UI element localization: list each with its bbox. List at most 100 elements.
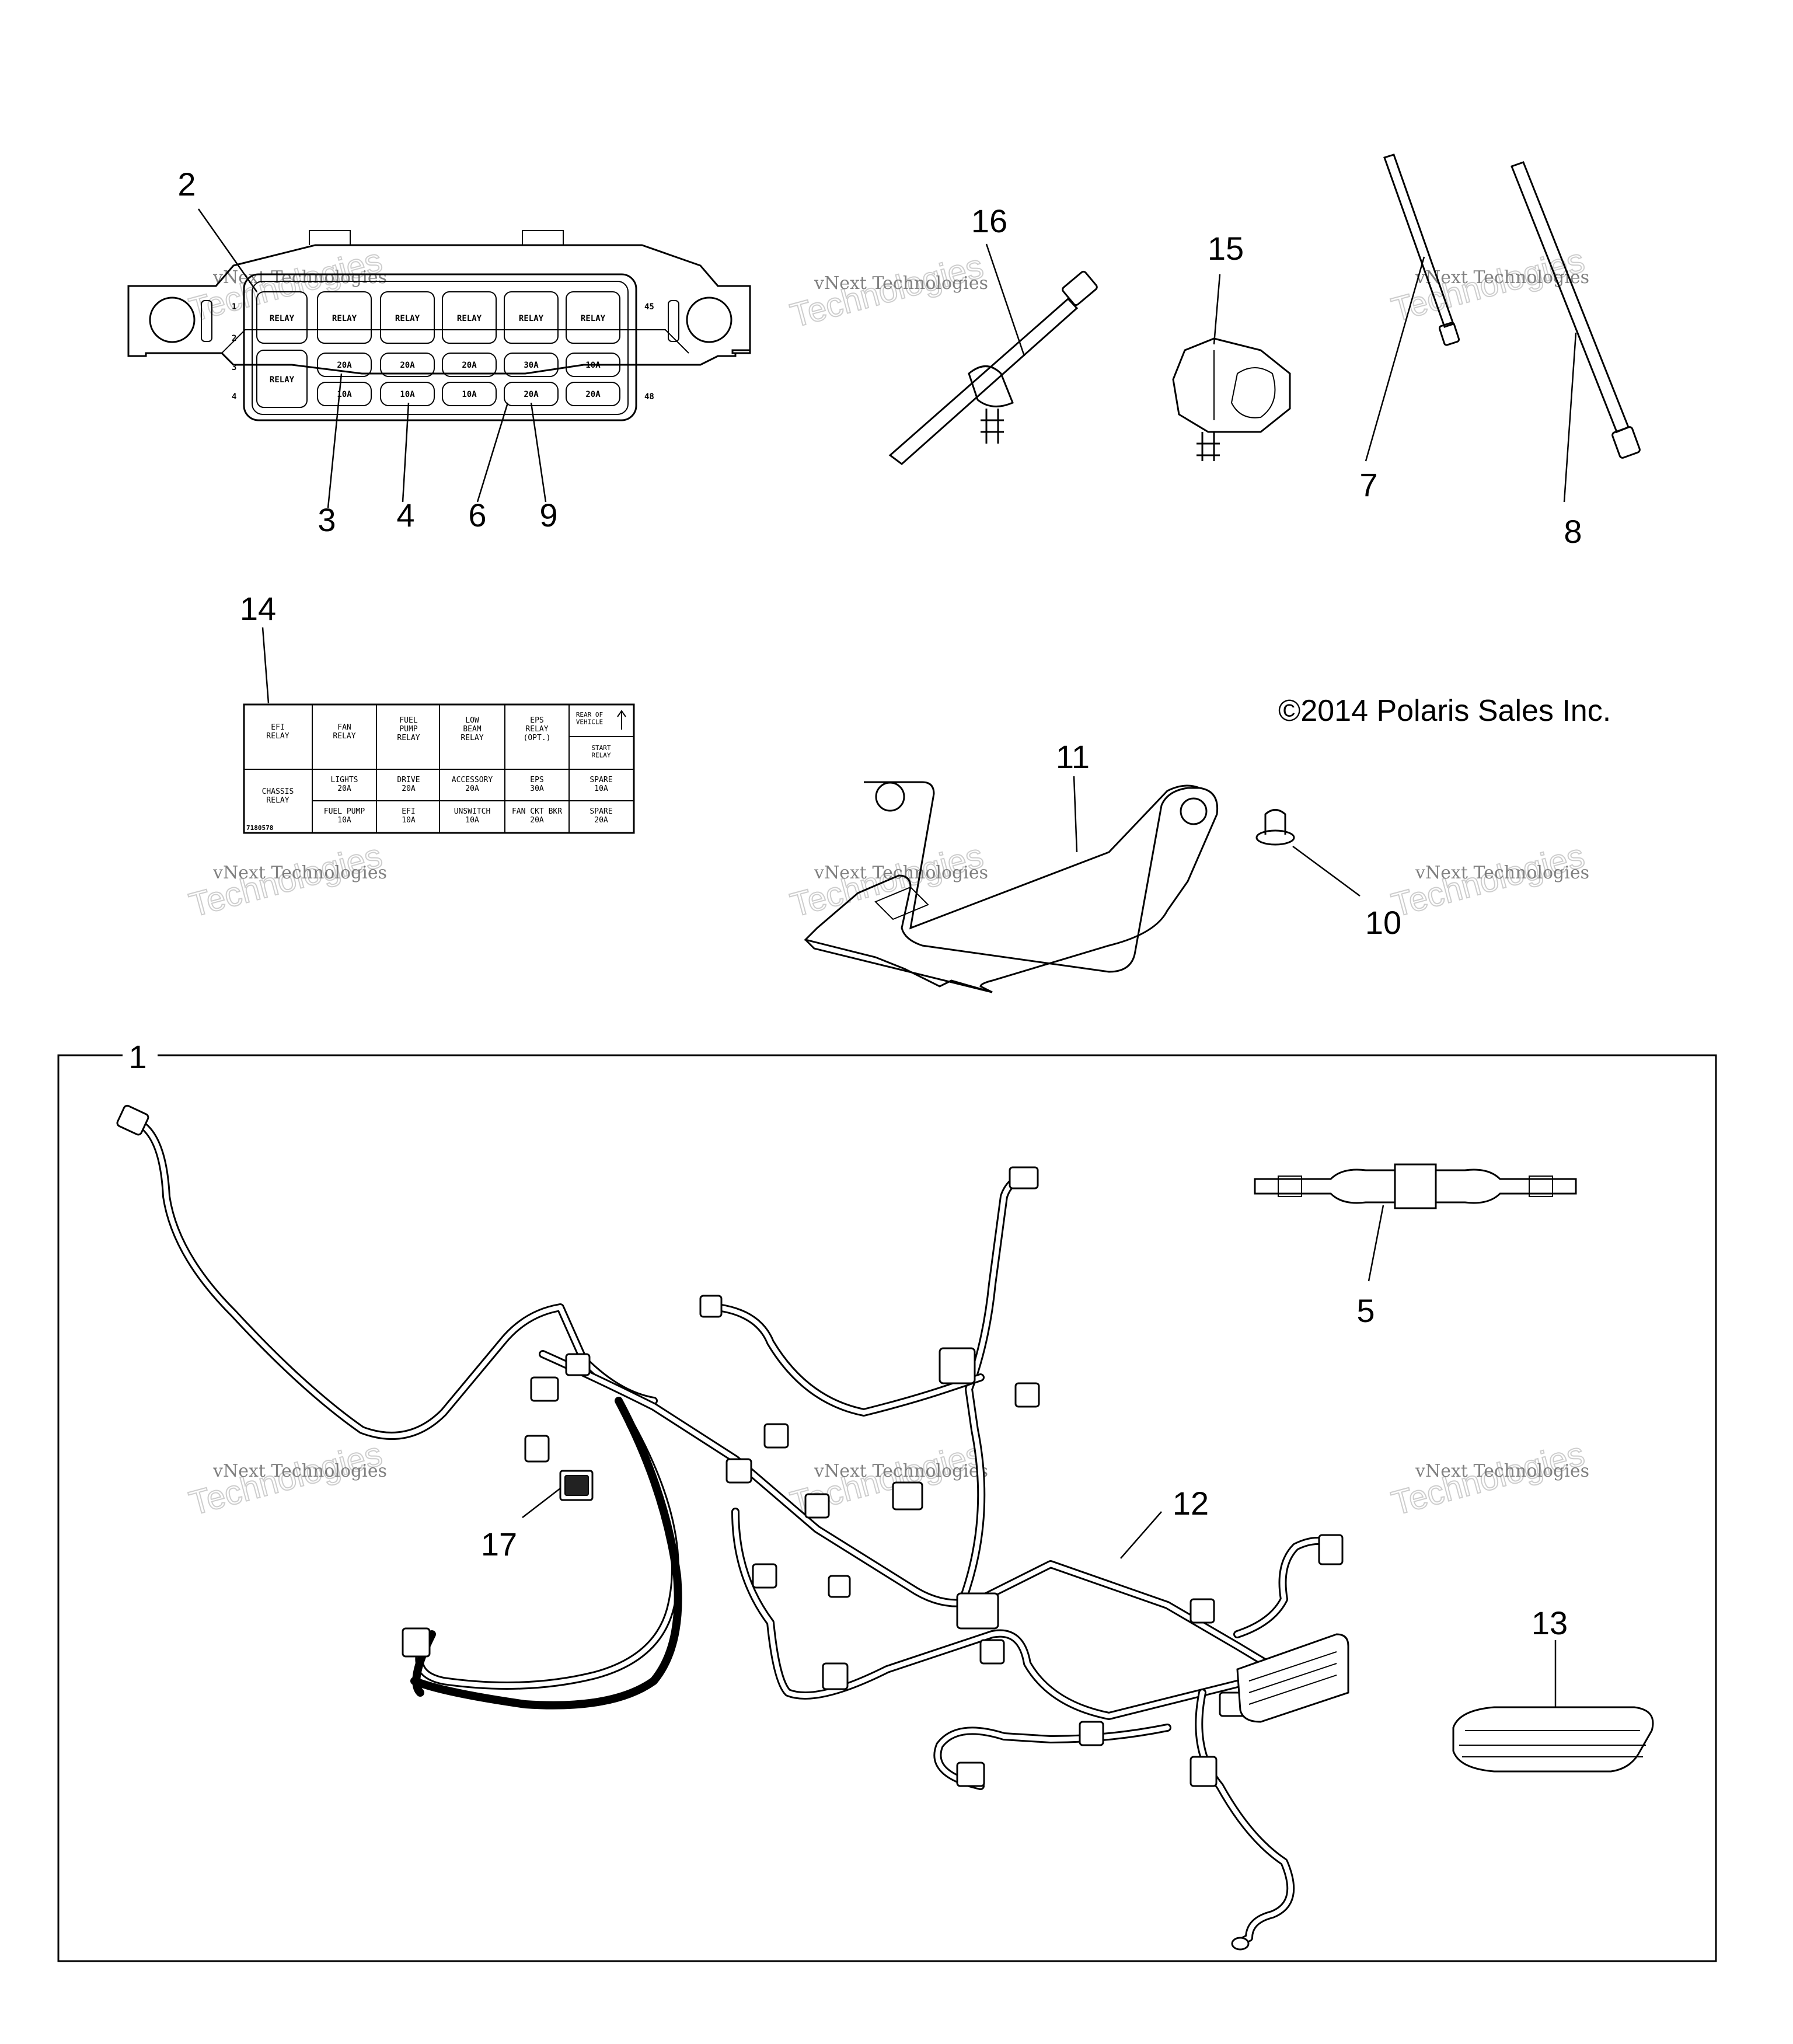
rivet-shank bbox=[1264, 809, 1286, 835]
connector bbox=[1079, 1721, 1104, 1746]
fuse bbox=[317, 353, 372, 377]
svg-text:RELAY: RELAY bbox=[395, 314, 420, 323]
connector bbox=[752, 1563, 777, 1589]
arrow-up-icon bbox=[617, 710, 626, 730]
tie-strap bbox=[1511, 161, 1630, 433]
decal-rows bbox=[244, 736, 634, 801]
connector bbox=[804, 1493, 830, 1519]
row-number: 3 bbox=[232, 363, 236, 372]
connector bbox=[1014, 1382, 1040, 1408]
connectors bbox=[116, 1104, 1349, 1951]
col-number: 48 bbox=[644, 392, 654, 402]
svg-text:20A: 20A bbox=[400, 361, 415, 370]
svg-text:10A: 10A bbox=[337, 390, 352, 399]
row-number: 1 bbox=[232, 302, 236, 312]
connector bbox=[116, 1104, 149, 1136]
tie-strap bbox=[888, 297, 1079, 465]
bracket-hole bbox=[1180, 797, 1208, 825]
connector bbox=[1318, 1534, 1344, 1565]
svg-text:RELAY: RELAY bbox=[332, 314, 357, 323]
callout-2: 2 bbox=[177, 166, 196, 203]
harness-kit-frame bbox=[57, 1054, 1717, 1962]
harness-branch-right-down bbox=[1195, 1689, 1295, 1948]
rivet-head bbox=[1255, 829, 1295, 846]
connector bbox=[565, 1353, 591, 1376]
col-number: 45 bbox=[644, 302, 654, 312]
connector bbox=[402, 1627, 431, 1658]
leader-17 bbox=[522, 1488, 561, 1518]
fuse-box-inner-frame bbox=[252, 281, 629, 415]
leader-5 bbox=[1368, 1205, 1384, 1282]
inline-fuse-holder bbox=[1254, 1163, 1577, 1282]
push-rivet bbox=[1255, 809, 1361, 897]
svg-text:10A: 10A bbox=[400, 390, 415, 399]
relay bbox=[504, 291, 559, 344]
connector bbox=[1009, 1166, 1039, 1190]
connector bbox=[956, 1762, 985, 1787]
callout-1: 1 bbox=[128, 1038, 146, 1075]
watermark: Technologies vNext Technologies bbox=[786, 246, 988, 335]
push-mount-cable-tie bbox=[888, 243, 1098, 465]
frame-label-gap bbox=[123, 1039, 158, 1072]
watermarks: Technologies vNext Technologies Technolo… bbox=[184, 240, 1589, 1523]
fuse bbox=[566, 353, 620, 377]
ring-terminal bbox=[1231, 1937, 1250, 1951]
bracket bbox=[804, 776, 1219, 993]
fuse-holder-terminal bbox=[1529, 1176, 1553, 1197]
callout-12: 12 bbox=[1173, 1485, 1209, 1522]
fuse bbox=[566, 382, 620, 406]
tie-head bbox=[1062, 270, 1098, 306]
leader-8 bbox=[1563, 332, 1577, 503]
fuse bbox=[380, 353, 435, 377]
connector bbox=[763, 1423, 789, 1449]
watermark: Technologies vNext Technologies bbox=[184, 836, 387, 925]
svg-text:10A: 10A bbox=[585, 361, 601, 370]
svg-text:RELAY: RELAY bbox=[270, 375, 295, 385]
fuse-holder-center bbox=[1394, 1163, 1437, 1209]
copyright-notice: ©2014 Polaris Sales Inc. bbox=[1278, 694, 1611, 728]
clip-post bbox=[1197, 432, 1220, 461]
svg-text:RELAY: RELAY bbox=[270, 314, 295, 323]
tie-mount-clip bbox=[968, 365, 1014, 407]
cable-clip bbox=[1172, 274, 1291, 461]
callout-7: 7 bbox=[1359, 466, 1377, 503]
bracket-outline bbox=[864, 781, 1200, 930]
mount-hole-right bbox=[686, 297, 732, 343]
bracket-flange bbox=[804, 939, 993, 993]
top-clips bbox=[309, 230, 564, 245]
slot-left bbox=[201, 300, 212, 342]
callout-9: 9 bbox=[539, 497, 557, 533]
fuse-box: 1 2 3 4 45 48 RELAY RELAY RELAY RELAY RE… bbox=[127, 208, 751, 508]
watermark: Technologies vNext Technologies bbox=[184, 1434, 387, 1523]
row-number: 4 bbox=[232, 392, 236, 402]
fuse bbox=[380, 382, 435, 406]
connector bbox=[956, 1592, 999, 1630]
svg-text:20A: 20A bbox=[337, 361, 352, 370]
leader-11 bbox=[1073, 776, 1078, 853]
cable-tie-7 bbox=[1365, 154, 1460, 462]
leader-6 bbox=[476, 402, 509, 503]
relay bbox=[256, 291, 308, 344]
callout-5: 5 bbox=[1356, 1292, 1375, 1329]
svg-text:RELAY: RELAY bbox=[581, 314, 606, 323]
connector bbox=[699, 1295, 723, 1318]
relay bbox=[256, 350, 308, 408]
leader-7 bbox=[1365, 256, 1425, 462]
harness-branch-down bbox=[415, 1420, 679, 1690]
fuse bbox=[504, 353, 559, 377]
callout-6: 6 bbox=[468, 497, 486, 533]
svg-text:vNext Technologies: vNext Technologies bbox=[212, 863, 387, 883]
relay bbox=[380, 291, 435, 344]
leader-2 bbox=[197, 208, 258, 292]
svg-text:30A: 30A bbox=[524, 361, 539, 370]
leader-14 bbox=[261, 627, 270, 704]
cover-body bbox=[1452, 1706, 1654, 1773]
fuse bbox=[317, 382, 372, 406]
